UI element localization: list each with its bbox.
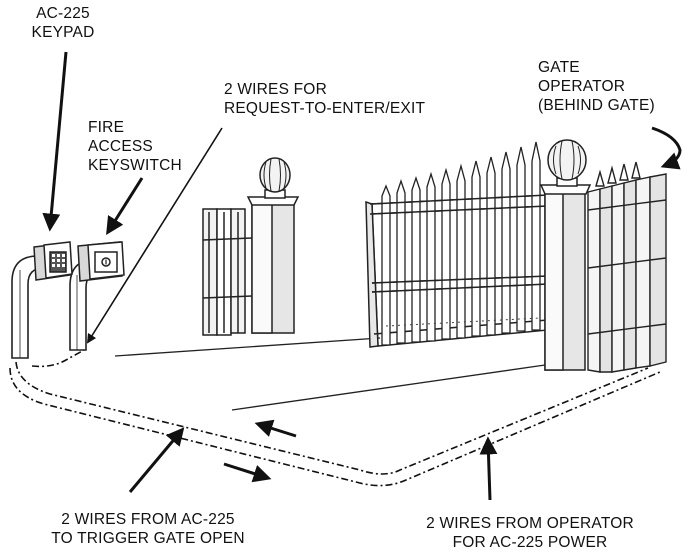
- power-wires-label-line-1: 2 WIRES FROM OPERATOR: [426, 515, 634, 532]
- keyswitch-label: FIRE ACCESS KEYSWITCH: [88, 118, 182, 175]
- keyswitch-label-line-1: FIRE: [88, 119, 125, 136]
- keypad-label: AC-225 KEYPAD: [28, 4, 98, 42]
- request-wires-label-line-1: 2 WIRES FOR: [224, 81, 327, 98]
- right-pillar: [539, 139, 592, 371]
- operator-label: GATE OPERATOR (BEHIND GATE): [538, 58, 655, 115]
- keyswitch-device: [77, 241, 125, 282]
- power-wires-label: 2 WIRES FROM OPERATOR FOR AC-225 POWER: [390, 514, 670, 552]
- request-wires-label-line-2: REQUEST-TO-ENTER/EXIT: [224, 100, 426, 117]
- left-fence: [202, 208, 253, 336]
- pointer-arrows: [42, 51, 682, 501]
- right-fence: [587, 161, 667, 373]
- keypad-device: [33, 241, 73, 281]
- left-pillar: [246, 157, 300, 334]
- ground-lines: [114, 337, 546, 411]
- keypad-label-line-2: KEYPAD: [31, 24, 95, 41]
- wire-runs: [9, 349, 661, 487]
- operator-label-line-1: GATE: [538, 59, 580, 76]
- request-wires-label: 2 WIRES FOR REQUEST-TO-ENTER/EXIT: [224, 80, 425, 118]
- trigger-wires-label-line-2: TO TRIGGER GATE OPEN: [51, 530, 245, 547]
- operator-label-line-2: OPERATOR: [538, 78, 626, 95]
- keyswitch-label-line-3: KEYSWITCH: [88, 157, 182, 174]
- trigger-wires-label-line-1: 2 WIRES FROM AC-225: [61, 511, 235, 528]
- operator-label-line-3: (BEHIND GATE): [538, 97, 655, 114]
- keypad-label-line-1: AC-225: [36, 5, 90, 22]
- trigger-wires-label: 2 WIRES FROM AC-225 TO TRIGGER GATE OPEN: [18, 510, 278, 548]
- power-wires-label-line-2: FOR AC-225 POWER: [452, 534, 608, 551]
- gate: [365, 141, 549, 348]
- keyswitch-label-line-2: ACCESS: [88, 138, 153, 155]
